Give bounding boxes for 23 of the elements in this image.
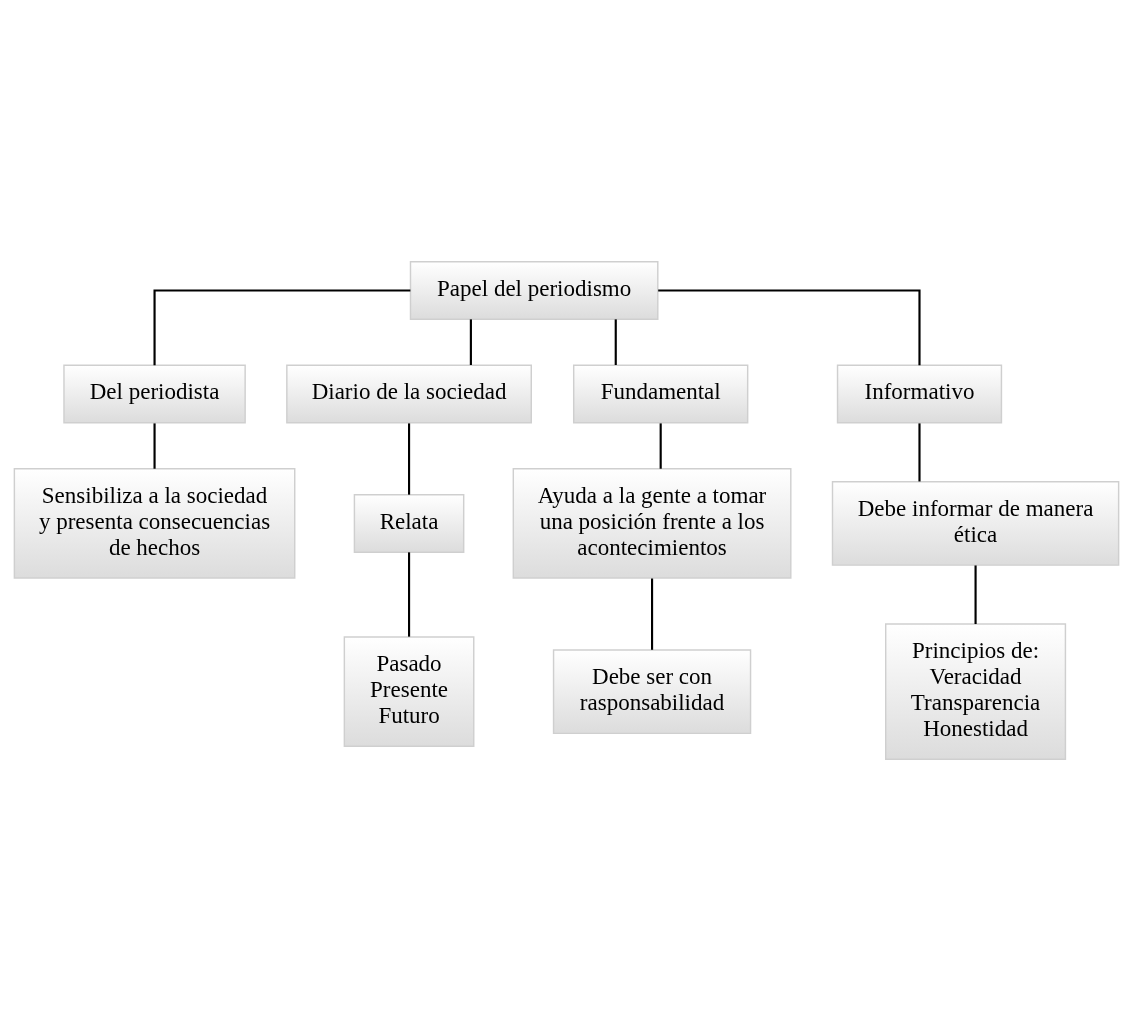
node-box: Informativo (836, 364, 1003, 423)
connector (408, 551, 411, 637)
node-box: Ayuda a la gente a tomar una posición frente a los acontecimientos (512, 467, 792, 579)
node-box: Diario de la sociedad (286, 364, 532, 423)
connector (469, 318, 472, 365)
connector (658, 288, 921, 365)
node-box: Debe informar de manera ética (831, 480, 1120, 566)
node-box: Debe ser con rasponsabilidad (552, 648, 752, 734)
node-box: Fundamental (572, 364, 749, 423)
connector (650, 578, 654, 650)
node-box: Principios de: Veracidad Transparencia Honestidad (885, 622, 1067, 760)
connector (974, 564, 977, 624)
connector (918, 422, 921, 481)
connector (659, 422, 662, 469)
node-box: Sensibiliza a la sociedad y presenta consecuencias de hechos (13, 467, 296, 579)
node-box: Papel del periodismo (409, 260, 659, 320)
node-box: Relata (353, 493, 465, 553)
node-box: Pasado Presente Futuro (343, 635, 475, 747)
node-box: Del periodista (63, 364, 246, 423)
connector (153, 288, 411, 365)
connector (614, 318, 617, 365)
connector (153, 422, 156, 469)
connector (408, 422, 411, 495)
